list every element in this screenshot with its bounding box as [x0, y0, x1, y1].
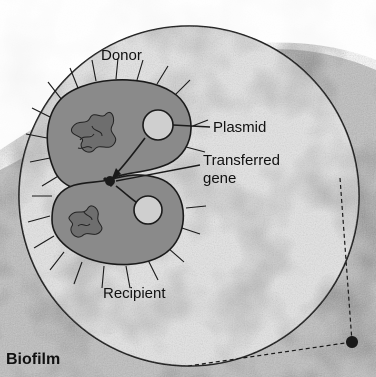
donor-plasmid: [143, 110, 173, 140]
biofilm-origin-point: [346, 336, 358, 348]
label-biofilm: Biofilm: [6, 351, 60, 368]
label-recipient: Recipient: [103, 285, 166, 302]
label-plasmid: Plasmid: [213, 119, 266, 136]
label-gene: gene: [203, 170, 236, 187]
recipient-cell: [52, 175, 183, 265]
transferred-gene-dot: [105, 176, 115, 186]
label-transferred: Transferred: [203, 152, 280, 169]
label-donor: Donor: [101, 47, 142, 64]
recipient-plasmid: [134, 196, 162, 224]
